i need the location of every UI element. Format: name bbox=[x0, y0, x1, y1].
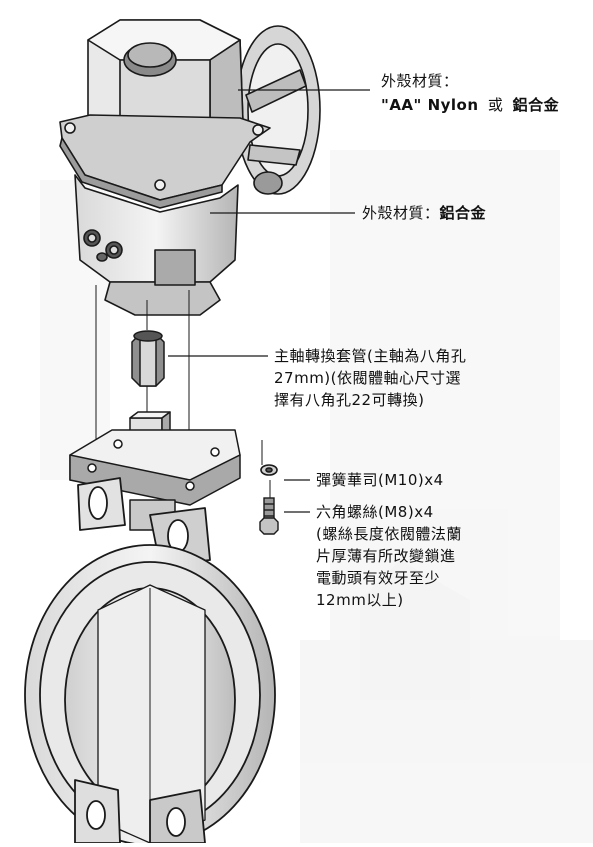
top-mounting-plate bbox=[69, 411, 241, 531]
handwheel-knob bbox=[253, 171, 283, 195]
flange-bolt bbox=[252, 124, 264, 136]
bracket-housing-label: 外殼材質：鋁合金 bbox=[362, 202, 486, 224]
spring-washer bbox=[260, 464, 278, 476]
side-nut bbox=[83, 229, 101, 247]
nylon-material: "AA" Nylon bbox=[381, 96, 479, 114]
leader-lines bbox=[168, 89, 370, 513]
butterfly-valve-body bbox=[24, 477, 276, 846]
bracket-alloy-material: 鋁合金 bbox=[439, 204, 487, 222]
side-nut bbox=[105, 241, 123, 259]
spring-washer-label: 彈簧華司(M10)x4 bbox=[316, 471, 444, 489]
flange-bolt bbox=[64, 122, 76, 134]
actuator-housing-label-line2: "AA" Nylon 或 鋁合金 bbox=[381, 94, 559, 116]
actuator-housing bbox=[59, 19, 321, 316]
or-text: 或 bbox=[487, 96, 504, 114]
flange-bolt bbox=[154, 179, 166, 191]
bracket-material-prefix: 外殼材質： bbox=[362, 204, 440, 222]
shaft-adapter-label: 主軸轉換套管(主軸為八角孔 27mm)(依閥體軸心尺寸選 擇有八角孔22可轉換) bbox=[274, 347, 467, 409]
shaft-adapter-sleeve bbox=[131, 330, 165, 387]
hex-bolt-label: 六角螺絲(M8)x4 (螺絲長度依閥體法蘭 片厚薄有所改變鎖進 電動頭有效牙至少… bbox=[316, 503, 462, 609]
actuator-housing-label-line1: 外殼材質： bbox=[381, 72, 459, 90]
alloy-material: 鋁合金 bbox=[512, 96, 560, 114]
hex-bolt bbox=[259, 497, 279, 535]
